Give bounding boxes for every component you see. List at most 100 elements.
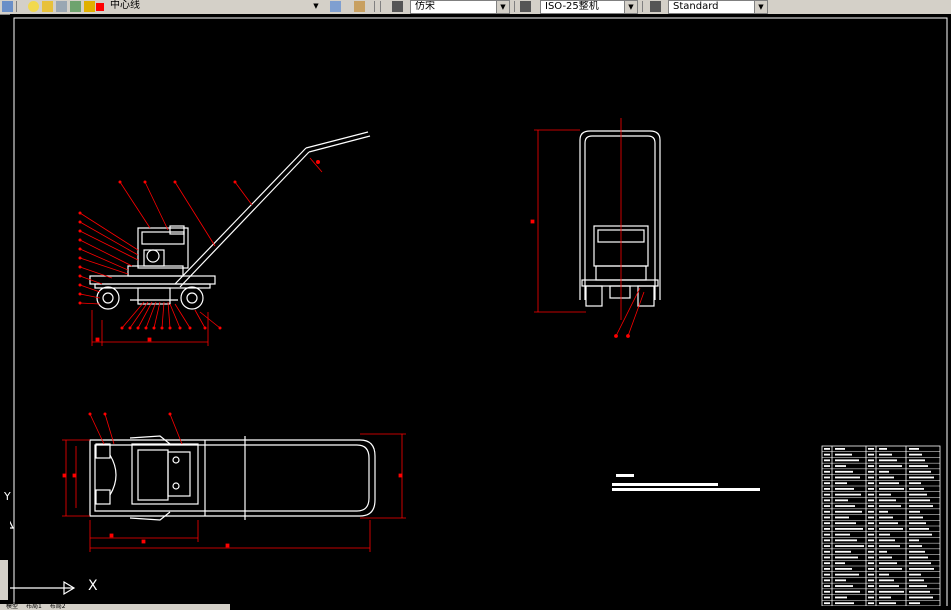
drawing-canvas[interactable] (10, 14, 951, 606)
parts-list-cell-mark (868, 459, 874, 462)
parts-list-cell-mark (868, 562, 874, 565)
parts-list-cell-mark (879, 493, 891, 496)
parts-list-cell-mark (909, 516, 923, 519)
parts-list-cell-mark (835, 545, 864, 547)
parts-list-cell-mark (868, 465, 874, 467)
parts-list-cell-mark (835, 539, 857, 542)
toolbar-separator (642, 1, 643, 12)
parts-list-cell-mark (835, 459, 859, 462)
dimension-style-combo[interactable]: ISO-25整机 ▼ (540, 0, 638, 14)
chevron-down-icon[interactable]: ▼ (754, 1, 767, 13)
parts-list-cell-mark (909, 499, 930, 502)
dimension-style-manager-icon[interactable] (520, 1, 531, 12)
front-wheel (96, 286, 120, 310)
parts-list-cell-mark (835, 533, 850, 536)
side-view-dimension (91, 310, 209, 346)
parts-list-cell-mark (824, 510, 830, 513)
parts-list-cell-mark (835, 482, 847, 485)
parts-list-cell-mark (879, 505, 901, 507)
make-object-layer-current-icon[interactable] (330, 1, 341, 12)
parts-list-cell-mark (879, 465, 902, 467)
parts-list-cell-mark (909, 568, 934, 570)
parts-list-cell-mark (879, 499, 896, 502)
parts-list-cell-mark (909, 533, 932, 536)
chevron-down-icon[interactable]: ▼ (496, 1, 509, 13)
parts-list-cell-mark (868, 476, 874, 479)
parts-list-cell-mark (909, 545, 922, 547)
side-view-leaders (79, 157, 323, 329)
parts-list-cell-mark (879, 585, 899, 587)
parts-list-cell-mark (879, 528, 903, 530)
parts-list-cell-mark (835, 568, 852, 570)
parts-list-cell-mark (909, 528, 929, 530)
technical-requirements-title (616, 474, 634, 477)
parts-list-cell-mark (868, 522, 874, 525)
parts-list-cell-mark (909, 448, 919, 450)
parts-list-cell-mark (909, 596, 933, 599)
parts-list-cell-mark (835, 470, 853, 473)
ucs-icon (10, 520, 76, 596)
parts-list-cell-mark (909, 539, 919, 542)
parts-list-cell-mark (824, 539, 830, 542)
chevron-down-icon[interactable]: ▼ (310, 0, 322, 12)
parts-list-cell-mark (835, 516, 849, 519)
layer-freeze-icon[interactable] (42, 1, 53, 12)
text-style-combo[interactable]: 仿宋 ▼ (410, 0, 510, 14)
parts-list-cell-mark (879, 510, 888, 513)
text-style-manager-icon[interactable] (392, 1, 403, 12)
dimension-style-combo-value: ISO-25整机 (545, 1, 599, 12)
parts-list-cell-mark (879, 482, 899, 485)
layer-previous-icon[interactable] (354, 1, 365, 12)
parts-list-cell-mark (824, 556, 830, 559)
layer-plot-icon[interactable] (70, 1, 81, 12)
parts-list-cell-mark (824, 562, 830, 565)
tab-model[interactable]: 模型 (6, 603, 19, 610)
technical-requirements-line (612, 488, 760, 491)
side-view-balloons (78, 160, 320, 330)
table-style-manager-icon[interactable] (650, 1, 661, 12)
parts-list-cell-mark (824, 568, 830, 570)
parts-list-cell-mark (879, 568, 902, 570)
layer-manager-icon[interactable] (2, 1, 13, 12)
parts-list-cell-mark (879, 522, 898, 525)
left-toolbar-fragment[interactable] (0, 560, 8, 600)
parts-list-cell-mark (909, 550, 925, 553)
tab-layout1[interactable]: 布局1 (25, 603, 42, 610)
parts-list-cell-mark (868, 470, 874, 473)
chevron-down-icon[interactable]: ▼ (624, 1, 637, 13)
parts-list-cell-mark (909, 505, 933, 507)
parts-list-cell-mark (868, 528, 874, 530)
parts-list-cell-mark (879, 539, 895, 542)
parts-list-cell-mark (909, 470, 931, 473)
parts-list-cell-mark (909, 453, 922, 456)
parts-list-cell-mark (835, 505, 855, 507)
parts-list-cell-mark (868, 539, 874, 542)
parts-list-cell-mark (824, 493, 830, 496)
tab-layout2[interactable]: 布局2 (49, 603, 66, 610)
parts-list-cell-mark (909, 573, 921, 576)
layer-combo-value: 中心线 (110, 0, 140, 11)
parts-list-cell-mark (868, 573, 874, 576)
parts-list-cell-mark (909, 522, 926, 525)
ucs-x-label: X (88, 578, 98, 594)
technical-requirements-line (612, 483, 718, 486)
parts-list-cell-mark (835, 488, 854, 490)
front-view-dimension (530, 129, 645, 338)
parts-list-cell-mark (868, 590, 874, 593)
parts-list-cell-mark (835, 522, 856, 525)
parts-list-cell-mark (835, 493, 861, 496)
parts-list-cell-mark (835, 596, 847, 599)
layer-combo[interactable]: 中心线 ▼ (106, 0, 322, 12)
parts-list-cell-mark (835, 448, 845, 450)
parts-list-cell-mark (868, 453, 874, 456)
layer-lock-icon[interactable] (56, 1, 67, 12)
parts-list-cell-mark (868, 516, 874, 519)
toolbar-separator (514, 1, 515, 12)
parts-list-cell-mark (868, 510, 874, 513)
parts-list-cell-mark (824, 545, 830, 547)
parts-list-cell-mark (868, 493, 874, 496)
layer-on-icon[interactable] (28, 1, 39, 12)
parts-list-cell-mark (824, 488, 830, 490)
table-style-combo[interactable]: Standard ▼ (668, 0, 768, 14)
parts-list-cell-mark (879, 488, 904, 490)
